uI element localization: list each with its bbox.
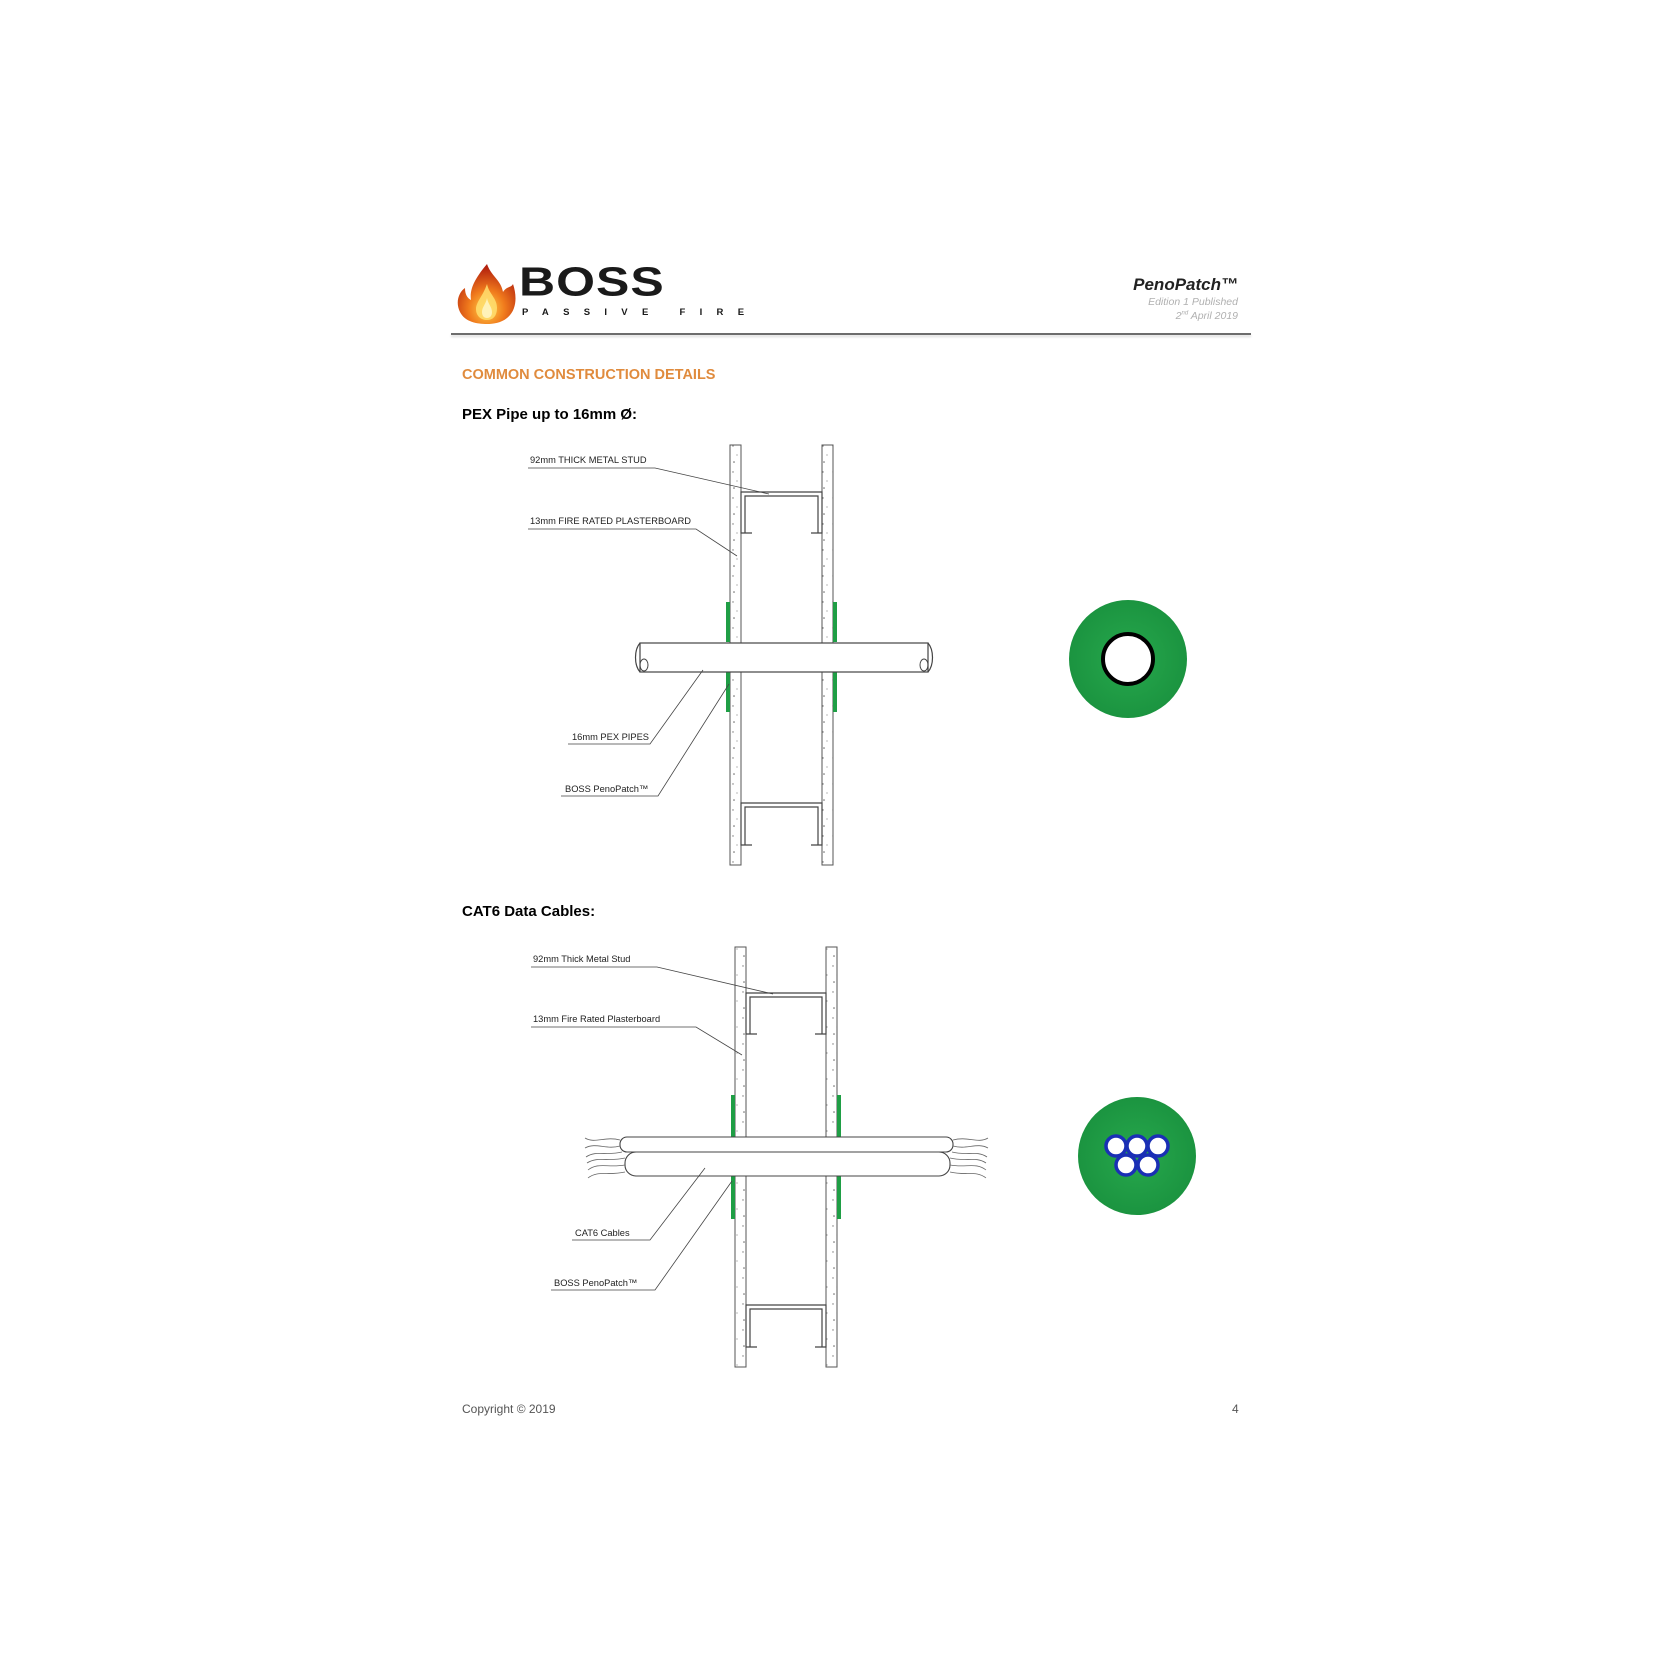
logo-wordmark: BOSS — [519, 258, 665, 305]
logo-tagline: PASSIVE FIRE — [522, 307, 759, 318]
date-rest: April 2019 — [1188, 310, 1238, 322]
publish-date: 2nd April 2019 — [1176, 310, 1238, 322]
pex-end-view — [1069, 600, 1187, 718]
label-metal-stud: 92mm THICK METAL STUD — [530, 455, 647, 465]
label-cat6-cables: CAT6 Cables — [575, 1228, 630, 1238]
label-plasterboard: 13mm FIRE RATED PLASTERBOARD — [530, 516, 691, 526]
date-day: 2 — [1175, 310, 1182, 322]
metal-stud-bottom-2 — [745, 1304, 827, 1348]
header-divider — [451, 333, 1251, 335]
flame-icon — [457, 264, 516, 324]
detail2-title: CAT6 Data Cables: — [462, 903, 596, 920]
label-penopatch-2: BOSS PenoPatch™ — [554, 1278, 637, 1288]
detail2-leaders — [531, 966, 774, 1291]
label-penopatch: BOSS PenoPatch™ — [565, 784, 648, 794]
date-suffix: nd — [1181, 310, 1189, 317]
boss-logo: BOSS PASSIVE FIRE — [455, 259, 744, 324]
cat6-end-view — [1078, 1097, 1196, 1215]
detail2-section-drawing: 92mm Thick Metal Stud 13mm Fire Rated Pl… — [531, 946, 1196, 1368]
detail1-leaders — [528, 467, 770, 797]
label-metal-stud-2: 92mm Thick Metal Stud — [533, 954, 630, 964]
label-pex-pipes: 16mm PEX PIPES — [572, 732, 649, 742]
metal-stud-bottom — [740, 802, 823, 846]
detail1-section-drawing: 92mm THICK METAL STUD 13mm FIRE RATED PL… — [528, 444, 1187, 866]
detail1-title: PEX Pipe up to 16mm Ø: — [462, 406, 638, 423]
metal-stud-top — [740, 491, 823, 534]
page-number: 4 — [1232, 1402, 1239, 1416]
penopatch-strips — [726, 602, 837, 712]
copyright-notice: Copyright © 2019 — [462, 1402, 556, 1416]
edition-label: Edition 1 Published — [1148, 296, 1238, 308]
penopatch-strips-2 — [731, 1095, 841, 1219]
document-title: PenoPatch™ — [1133, 275, 1238, 294]
metal-stud-top-2 — [745, 992, 827, 1035]
label-plasterboard-2: 13mm Fire Rated Plasterboard — [533, 1014, 660, 1024]
pex-pipe-drawing — [634, 642, 934, 673]
section-heading: COMMON CONSTRUCTION DETAILS — [462, 367, 716, 383]
cat6-cables-drawing — [584, 1136, 989, 1179]
